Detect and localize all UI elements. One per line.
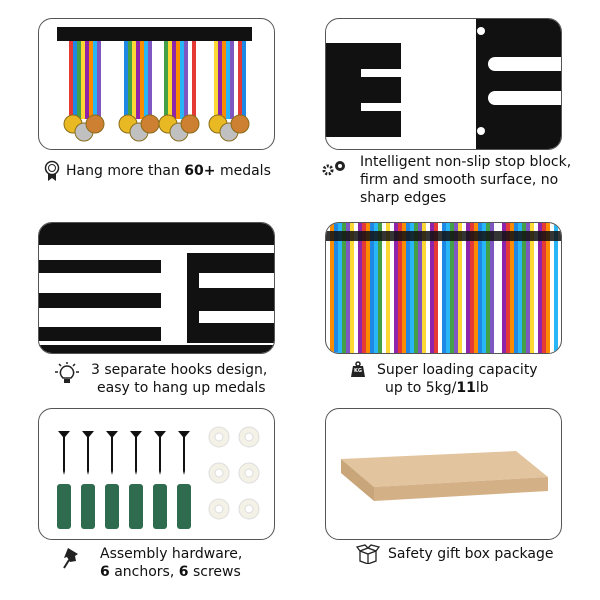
medal [140, 114, 160, 134]
caption-hooks: 3 separate hooks design,easy to hang up … [91, 362, 268, 396]
medal-icon [44, 160, 60, 181]
panel-rack-with-medals [38, 18, 275, 150]
panel-hardware [38, 408, 275, 540]
pushpin-icon [63, 548, 78, 569]
panel-hook-closeup [325, 18, 562, 150]
medal [230, 114, 250, 134]
weight-icon: KG [350, 361, 366, 377]
panel-three-hooks [38, 222, 275, 354]
medal [180, 114, 200, 134]
lightbulb-icon [55, 362, 79, 383]
caption-medals: Hang more than 60+ medals [66, 163, 271, 179]
panel-gift-box [325, 408, 562, 540]
box-icon [356, 544, 380, 564]
gears-icon [322, 161, 345, 176]
caption-hardware: Assembly hardware, 6 anchors, 6 screws [100, 546, 243, 580]
medal [85, 114, 105, 134]
caption-gift-box: Safety gift box package [388, 546, 554, 562]
caption-stop-block: Intelligent non-slip stop block,firm and… [360, 154, 572, 206]
caption-capacity: Super loading capacity up to 5kg/11lb [377, 362, 538, 396]
panel-loaded-ribbons [325, 222, 562, 354]
